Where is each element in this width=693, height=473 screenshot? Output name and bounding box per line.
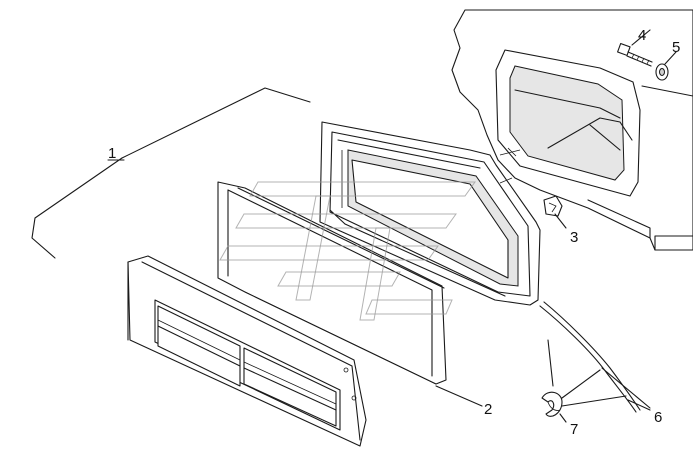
callout-7: 7 bbox=[570, 421, 578, 438]
callout-1: 1 bbox=[108, 145, 116, 162]
callout-3: 3 bbox=[570, 229, 578, 246]
filter-element bbox=[217, 181, 447, 385]
grille-cover bbox=[127, 255, 367, 447]
callout-6: 6 bbox=[654, 409, 662, 426]
callout-labels: 1 2 3 4 5 6 7 bbox=[108, 27, 680, 438]
callout-5: 5 bbox=[672, 39, 680, 56]
callout-4: 4 bbox=[638, 27, 646, 44]
washer-part bbox=[655, 63, 669, 81]
bolt-part bbox=[617, 42, 653, 67]
leader-lines bbox=[31, 29, 677, 423]
cab-wall-panel bbox=[451, 9, 693, 251]
callout-2: 2 bbox=[484, 401, 492, 418]
seal-profile bbox=[541, 391, 563, 417]
watermark-logo bbox=[219, 181, 476, 321]
clip-part bbox=[543, 195, 563, 217]
